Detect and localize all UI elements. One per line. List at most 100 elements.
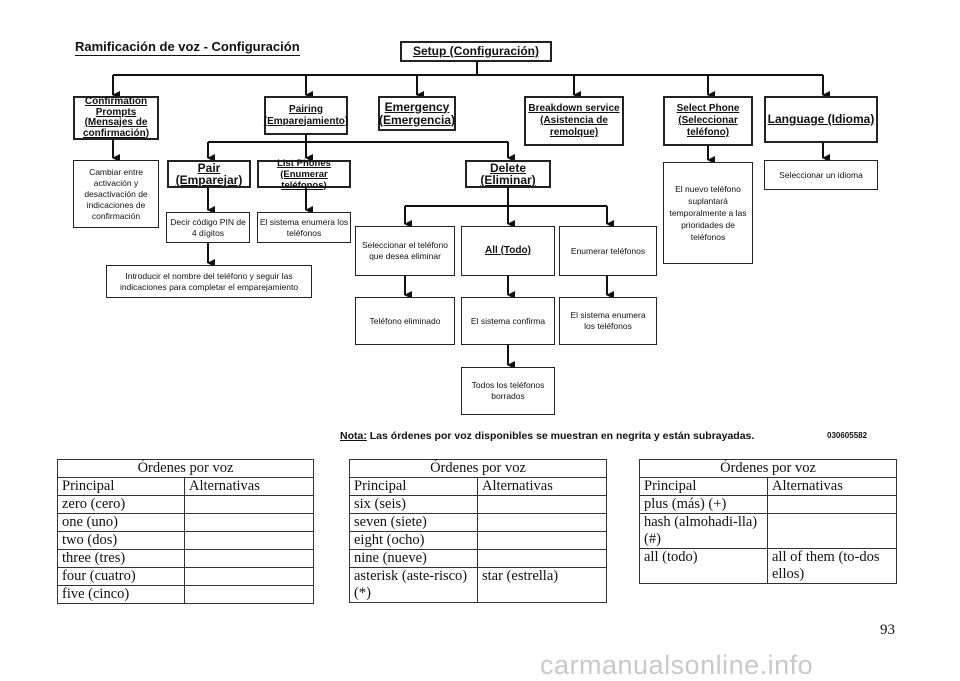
delete-all-label: All (Todo)	[485, 245, 531, 256]
pair-name-text: Introducir el nombre del teléfono y segu…	[119, 270, 299, 292]
list-phones-desc-text: El sistema enumera los teléfonos	[259, 216, 349, 238]
cell-primary: nine (nueve)	[349, 549, 478, 568]
delete-all-done-text: Todos los teléfonos borrados	[471, 380, 545, 401]
confirmation-prompts-label: Confirmation Prompts (Mensajes de confir…	[82, 96, 150, 139]
cell-alt	[184, 495, 314, 514]
language-text: Language (Idioma)	[767, 112, 875, 126]
pair-node: Pair (Emparejar)	[167, 160, 251, 188]
table-row: seven (siete)	[349, 513, 607, 532]
pair-name-node: Introducir el nombre del teléfono y segu…	[106, 265, 312, 298]
cell-alt	[477, 495, 607, 514]
cell-alt: star (estrella)	[477, 567, 607, 603]
delete-all-confirm-text: El sistema confirma	[470, 315, 546, 326]
col-principal: Principal	[639, 477, 768, 496]
table-row: four (cuatro)	[57, 567, 314, 586]
cell-alt	[477, 549, 607, 568]
table-row: six (seis)	[349, 495, 607, 514]
cell-primary: six (seis)	[349, 495, 478, 514]
figure-code: 030605582	[827, 431, 868, 440]
cell-alt	[477, 531, 607, 550]
language-node: Language (Idioma)	[764, 96, 878, 143]
col-principal: Principal	[57, 477, 185, 496]
table-row: nine (nueve)	[349, 549, 607, 568]
note-text: Las órdenes por voz disponibles se muest…	[369, 430, 755, 442]
table-row: hash (almohadi-lla) (#)	[639, 513, 897, 549]
select-phone-node: Select Phone (Seleccionar teléfono)	[663, 96, 753, 146]
delete-all-node: All (Todo)	[461, 226, 555, 276]
delete-select-node: Seleccionar el teléfono que desea elimin…	[355, 226, 455, 276]
breakdown-service-label: Breakdown service (Asistencia de remolqu…	[528, 103, 620, 138]
cell-alt	[767, 495, 897, 514]
emergency-label: Emergency (Emergencia)	[379, 99, 456, 127]
confirmation-desc-text: Cambiar entre activación y desactivación…	[84, 166, 148, 221]
list-phones-desc-node: El sistema enumera los teléfonos	[257, 212, 351, 243]
pairing-node: Pairing (Emparejamiento)	[264, 96, 348, 135]
table-row: one (uno)	[57, 513, 314, 532]
cell-alt	[184, 567, 314, 586]
table-row: five (cinco)	[57, 585, 314, 604]
flow-connectors	[112, 62, 830, 369]
pairing-label: Pairing (Emparejamiento)	[263, 103, 349, 127]
cell-primary: three (tres)	[57, 549, 185, 568]
diagram-note: Nota: Las órdenes por voz disponibles se…	[340, 430, 754, 442]
list-phones-label: List Phones (Enumerar teléfonos)	[277, 157, 331, 191]
setup-label: Setup (Configuración)	[413, 44, 539, 58]
pair-label: Pair (Emparejar)	[175, 161, 243, 187]
language-desc-text: Seleccionar un idioma	[779, 169, 863, 180]
table-row: all (todo)all of them (to-dos ellos)	[639, 548, 897, 584]
table-caption: Órdenes por voz	[639, 459, 897, 478]
delete-label: Delete (Eliminar)	[480, 161, 536, 187]
col-alternativas: Alternativas	[184, 477, 314, 496]
cell-primary: five (cinco)	[57, 585, 185, 604]
confirmation-desc-node: Cambiar entre activación y desactivación…	[73, 160, 159, 228]
delete-list-node: Enumerar teléfonos	[559, 226, 657, 276]
delete-list-desc-text: El sistema enumera los teléfonos	[570, 310, 646, 331]
cell-primary: zero (cero)	[57, 495, 185, 514]
cell-primary: one (uno)	[57, 513, 185, 532]
emergency-node: Emergency (Emergencia)	[378, 96, 456, 131]
col-alternativas: Alternativas	[767, 477, 897, 496]
cell-primary: seven (siete)	[349, 513, 478, 532]
pair-pin-text: Decir código PIN de 4 dígitos	[170, 216, 246, 238]
cell-alt	[767, 513, 897, 549]
table-row: three (tres)	[57, 549, 314, 568]
cell-primary: all (todo)	[639, 548, 768, 584]
cell-primary: eight (ocho)	[349, 531, 478, 550]
cell-primary: hash (almohadi-lla) (#)	[639, 513, 768, 549]
cell-primary: four (cuatro)	[57, 567, 185, 586]
table-row: eight (ocho)	[349, 531, 607, 550]
confirmation-prompts-node: Confirmation Prompts (Mensajes de confir…	[73, 96, 159, 140]
cell-alt: all of them (to-dos ellos)	[767, 548, 897, 584]
cell-alt	[184, 549, 314, 568]
delete-deleted-node: Teléfono eliminado	[355, 297, 455, 345]
delete-list-text: Enumerar teléfonos	[570, 245, 646, 256]
col-alternativas: Alternativas	[477, 477, 607, 496]
breakdown-service-node: Breakdown service (Asistencia de remolqu…	[524, 96, 624, 146]
cell-alt	[184, 513, 314, 532]
table-caption: Órdenes por voz	[349, 459, 607, 478]
table-caption: Órdenes por voz	[57, 459, 314, 478]
pair-pin-node: Decir código PIN de 4 dígitos	[166, 212, 250, 243]
cell-alt	[477, 513, 607, 532]
cell-primary: asterisk (aste-risco) (*)	[349, 567, 478, 603]
setup-node: Setup (Configuración)	[400, 41, 552, 62]
cell-alt	[184, 585, 314, 604]
table-row: plus (más) (+)	[639, 495, 897, 514]
page-number: 93	[880, 622, 895, 638]
cell-primary: plus (más) (+)	[639, 495, 768, 514]
delete-node: Delete (Eliminar)	[465, 160, 551, 188]
language-desc-node: Seleccionar un idioma	[764, 160, 878, 190]
watermark: carmanualsonline.info	[540, 650, 814, 680]
delete-select-text: Seleccionar el teléfono que desea elimin…	[361, 240, 448, 261]
delete-deleted-text: Teléfono eliminado	[369, 315, 441, 326]
table-row: two (dos)	[57, 531, 314, 550]
list-phones-node: List Phones (Enumerar teléfonos)	[257, 157, 351, 191]
note-label: Nota:	[340, 430, 367, 442]
delete-all-confirm-node: El sistema confirma	[461, 297, 555, 345]
select-phone-desc-text: El nuevo teléfono suplantará temporalmen…	[669, 184, 747, 242]
cell-alt	[184, 531, 314, 550]
table-row: asterisk (aste-risco) (*)star (estrella)	[349, 567, 607, 603]
